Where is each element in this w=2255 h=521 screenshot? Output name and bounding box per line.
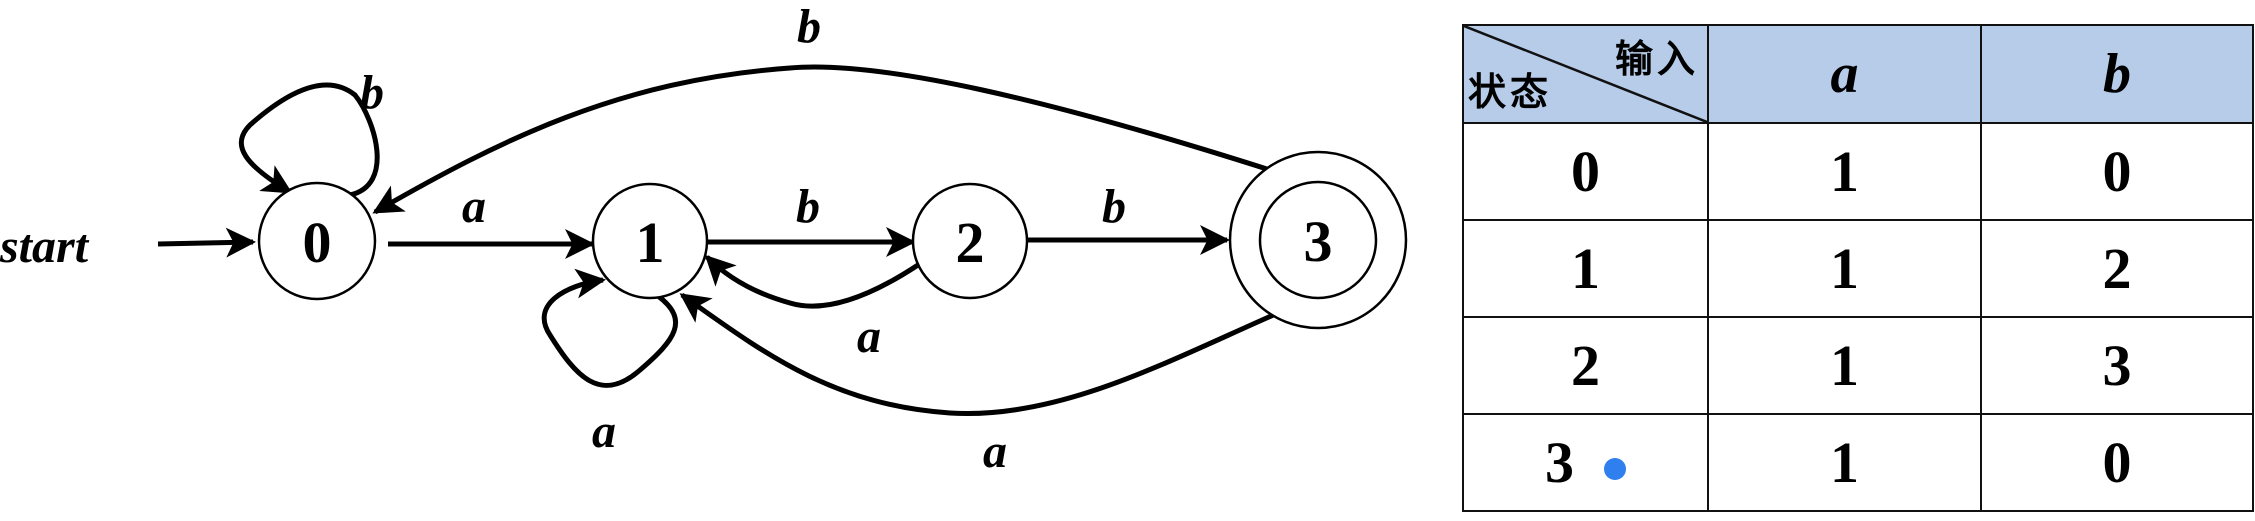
- cell-a: 1: [1707, 219, 1982, 318]
- edge-label-0-0: b: [360, 66, 384, 119]
- column-header-a: a: [1707, 24, 1982, 124]
- corner-input-label: 输入: [1614, 37, 1699, 81]
- state-diagram: start b a a b a b a b 0 1 2 3: [0, 0, 1408, 478]
- state-0-label: 0: [303, 210, 332, 275]
- row-state: 0: [1462, 122, 1709, 221]
- transition-table: 输入 状态 a b 0 1 0 1 1 2 2 1 3: [1462, 24, 2254, 512]
- corner-diagonal: [1464, 26, 1707, 122]
- table-row: 0 1 0: [1462, 122, 2254, 221]
- state-3-accepting: 3: [1228, 150, 1408, 330]
- edge-label-1-1: a: [592, 405, 616, 458]
- state-1: 1: [591, 182, 709, 300]
- row-state-label: 2: [1571, 333, 1600, 398]
- edge-label-2-1: a: [857, 310, 881, 363]
- edge-0-0-b: [238, 82, 380, 198]
- row-state: 3: [1462, 413, 1709, 512]
- cell-b: 0: [1980, 413, 2254, 512]
- edge-3-0-b: [372, 64, 1271, 215]
- cell-b: 2: [1980, 219, 2254, 318]
- row-state-label: 1: [1571, 236, 1600, 301]
- row-state-label: 3: [1545, 430, 1574, 495]
- cell-a: 1: [1707, 413, 1982, 512]
- corner-state-label: 状态: [1468, 70, 1553, 114]
- column-header-b: b: [1980, 24, 2254, 124]
- start-arrow: [157, 227, 256, 258]
- edge-label-2-3: b: [1102, 180, 1126, 233]
- start-label: start: [0, 220, 90, 273]
- table-row: 2 1 3: [1462, 316, 2254, 415]
- row-state: 2: [1462, 316, 1709, 415]
- edge-2-1-a: [704, 254, 920, 309]
- table-row: 1 1 2: [1462, 219, 2254, 318]
- edge-label-1-2: b: [796, 180, 820, 233]
- state-1-label: 1: [636, 210, 665, 275]
- cell-a: 1: [1707, 316, 1982, 415]
- state-2: 2: [911, 182, 1029, 300]
- state-0: 0: [257, 181, 377, 301]
- table-corner: 输入 状态: [1462, 24, 1709, 124]
- cell-a: 1: [1707, 122, 1982, 221]
- edge-label-0-1: a: [462, 180, 486, 233]
- edge-label-3-1: a: [983, 425, 1007, 478]
- table-row: 3 1 0: [1462, 413, 2254, 512]
- cell-b: 0: [1980, 122, 2254, 221]
- edge-label-3-0: b: [797, 0, 821, 53]
- state-3-label: 3: [1304, 209, 1333, 274]
- cell-b: 3: [1980, 316, 2254, 415]
- edge-3-1-a: [679, 292, 1279, 417]
- state-2-label: 2: [956, 210, 985, 275]
- marker-dot-icon: [1604, 457, 1626, 480]
- edge-1-1-a: [541, 268, 679, 388]
- row-state-label: 0: [1571, 139, 1600, 204]
- row-state: 1: [1462, 219, 1709, 318]
